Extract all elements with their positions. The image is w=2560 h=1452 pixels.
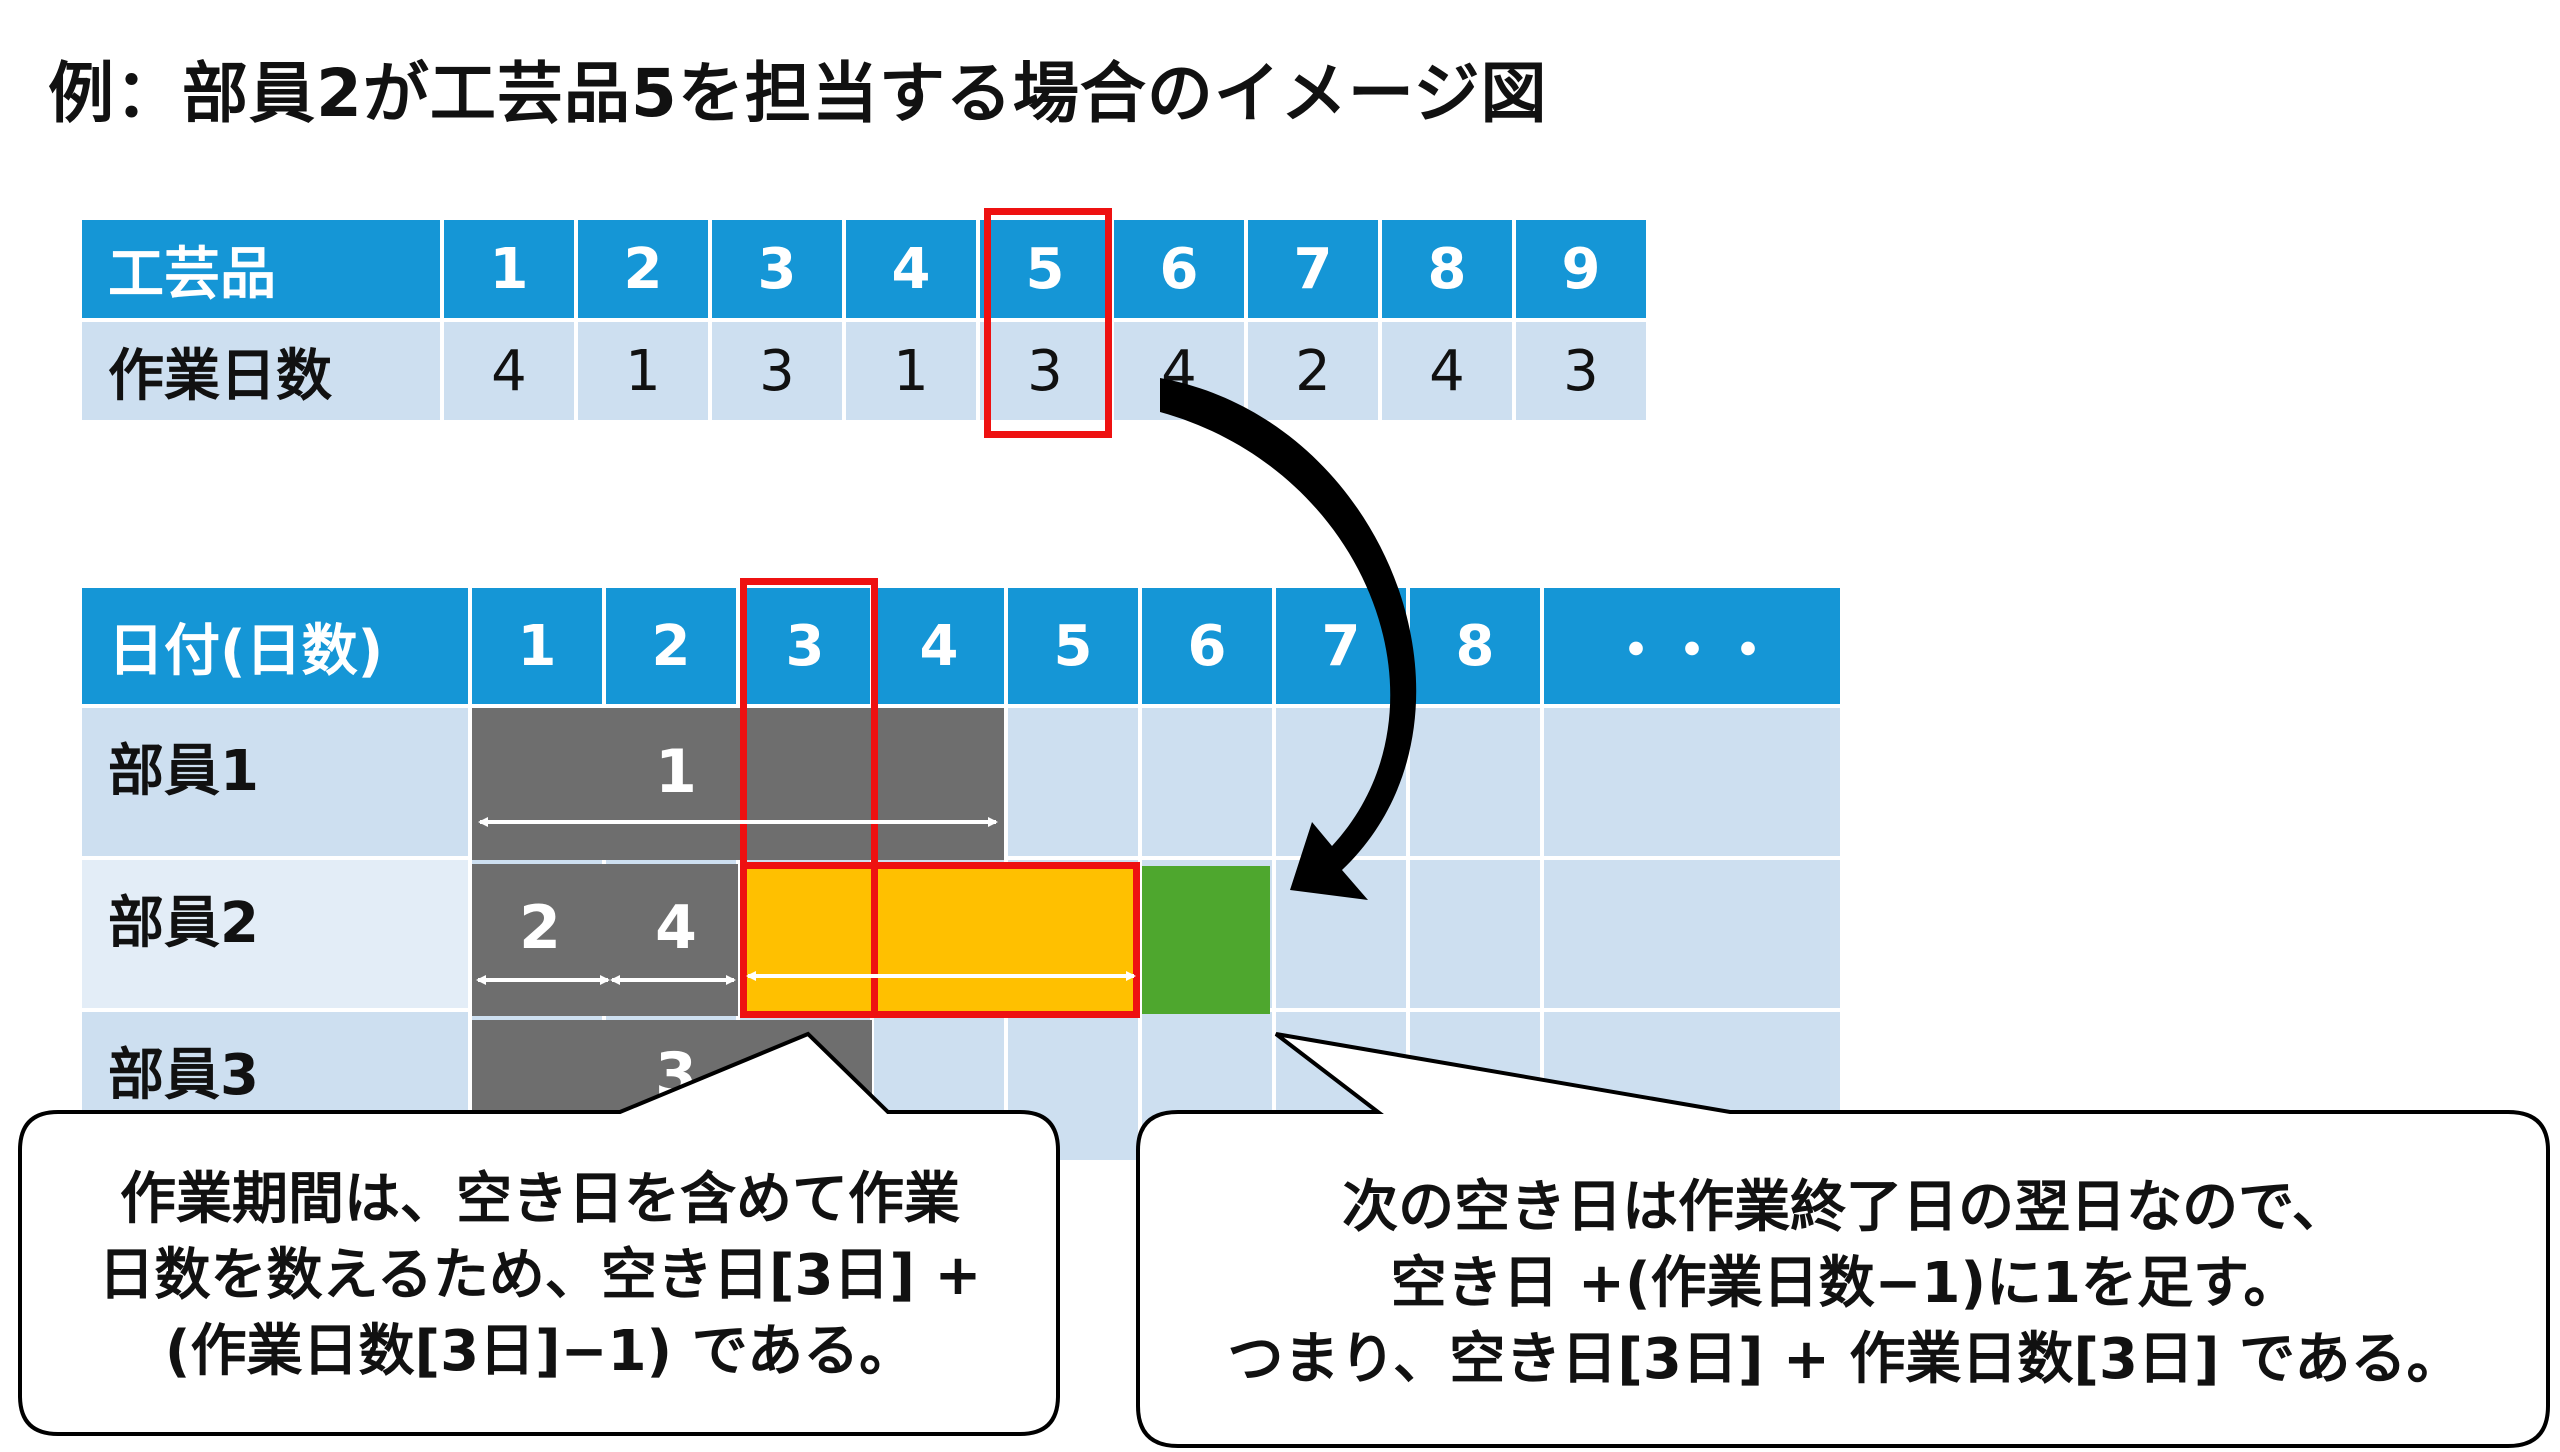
left-callout-line: (作業日数[3日]−1) である。 <box>164 1319 916 1384</box>
schedule-cell <box>1544 708 1840 856</box>
page-title: 例：部員2が工芸品5を担当する場合のイメージ図 <box>48 55 1548 132</box>
date-number: 6 <box>1142 588 1272 704</box>
left-callout-bubble <box>18 1031 1060 1436</box>
work-period-highlight-box <box>740 862 1140 1018</box>
member-label: 部員2 <box>82 860 468 1008</box>
schedule-cell <box>1410 708 1540 856</box>
work-days-value: 1 <box>846 322 976 420</box>
left-callout-line: 作業期間は、空き日を含めて作業 <box>120 1167 960 1232</box>
assigned-work-block <box>742 864 1138 1016</box>
work-days-value: 4 <box>1382 322 1512 420</box>
date-number: 2 <box>606 588 736 704</box>
date-number: 5 <box>1008 588 1138 704</box>
work-days-value: 1 <box>578 322 708 420</box>
craft-header-label: 工芸品 <box>82 220 440 318</box>
craft-number: 5 <box>980 220 1110 318</box>
work-days-value: 4 <box>444 322 574 420</box>
member1-block-label: 1 <box>655 737 697 807</box>
left-callout-line: 日数を数えるため、空き日[3日] + <box>98 1243 982 1308</box>
craft-number: 3 <box>712 220 842 318</box>
right-callout-bubble <box>1136 1032 2550 1448</box>
member2-busy-block <box>472 864 738 1016</box>
member2-block-label: 4 <box>655 893 697 963</box>
schedule-cell <box>1008 708 1138 856</box>
work-days-value: 2 <box>1248 322 1378 420</box>
date-number: 1 <box>472 588 602 704</box>
craft-number: 6 <box>1114 220 1244 318</box>
work-days-value: 3 <box>980 322 1110 420</box>
date-number: 4 <box>874 588 1004 704</box>
craft5-highlight-box <box>984 208 1112 438</box>
craft-number: 4 <box>846 220 976 318</box>
work-days-label: 作業日数 <box>82 322 440 420</box>
right-callout-text: 次の空き日は作業終了日の翌日なので、 空き日 +(作業日数−1)に1を足す。 つ… <box>1150 1170 2540 1398</box>
craft-number: 1 <box>444 220 574 318</box>
craft-number: 8 <box>1382 220 1512 318</box>
member1-busy-block <box>472 708 1004 860</box>
schedule-cell <box>1142 708 1272 856</box>
date-ellipsis: ・・・ <box>1544 588 1840 704</box>
date-header-label: 日付(日数) <box>82 588 468 704</box>
right-callout-line: 空き日 +(作業日数−1)に1を足す。 <box>1390 1251 2300 1316</box>
craft-number: 7 <box>1248 220 1378 318</box>
right-callout-line: 次の空き日は作業終了日の翌日なので、 <box>1342 1175 2348 1240</box>
craft-table: 工芸品 1 2 3 4 5 6 7 8 9 作業日数 4 1 3 1 3 4 2… <box>82 220 1646 420</box>
date-number: 3 <box>740 588 870 704</box>
next-free-day-block <box>1142 866 1270 1014</box>
work-days-value: 3 <box>712 322 842 420</box>
schedule-cell <box>1544 860 1840 1008</box>
left-callout-text: 作業期間は、空き日を含めて作業 日数を数えるため、空き日[3日] + (作業日数… <box>30 1162 1050 1390</box>
work-days-value: 3 <box>1516 322 1646 420</box>
right-callout-line: つまり、空き日[3日] + 作業日数[3日] である。 <box>1227 1327 2463 1392</box>
date-number: 8 <box>1410 588 1540 704</box>
member2-block-label: 2 <box>519 893 561 963</box>
member-label: 部員1 <box>82 708 468 856</box>
curved-arrow-icon <box>1160 378 1417 900</box>
craft-number: 2 <box>578 220 708 318</box>
schedule-cell <box>1410 860 1540 1008</box>
craft-number: 9 <box>1516 220 1646 318</box>
